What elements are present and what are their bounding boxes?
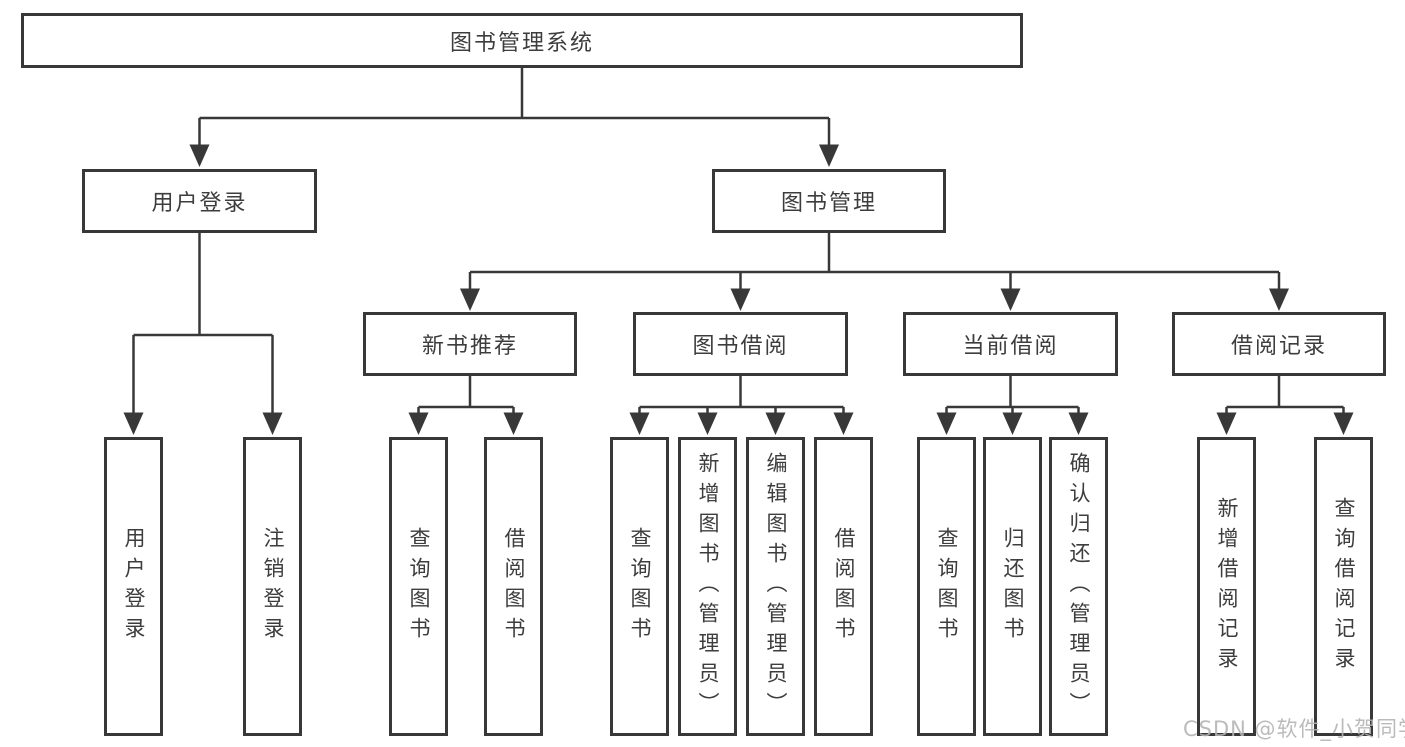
leaf-label: 注销登录 <box>261 526 285 647</box>
node-current-borrowing: 当前借阅 <box>903 312 1118 376</box>
leaf-label: 确认归还（管理员） <box>1067 451 1091 722</box>
node-user-login-label: 用户登录 <box>151 191 248 216</box>
leaf-label: 查询图书 <box>628 526 652 647</box>
node-leaf-query-borrow-record: 查询借阅记录 <box>1314 437 1373 736</box>
node-leaf-confirm-return-admin: 确认归还（管理员） <box>1049 437 1108 736</box>
node-leaf-edit-book-admin: 编辑图书（管理员） <box>746 437 805 736</box>
leaf-label: 查询图书 <box>407 526 431 647</box>
node-leaf-borrow-books-borrowing: 借阅图书 <box>814 437 873 736</box>
node-leaf-user-login: 用户登录 <box>104 437 163 736</box>
leaf-label: 用户登录 <box>122 526 146 647</box>
leaf-label: 编辑图书（管理员） <box>764 451 788 722</box>
leaf-label: 归还图书 <box>1001 526 1025 647</box>
node-library-system: 图书管理系统 <box>21 13 1023 68</box>
node-new-book-recommend-label: 新书推荐 <box>421 334 518 359</box>
leaf-label: 借阅图书 <box>832 526 856 647</box>
node-leaf-add-borrow-record: 新增借阅记录 <box>1197 437 1256 736</box>
node-borrowing-records-label: 借阅记录 <box>1230 334 1327 359</box>
leaf-label: 查询图书 <box>935 526 959 647</box>
node-leaf-query-books-recommend: 查询图书 <box>389 437 448 736</box>
node-leaf-return-books: 归还图书 <box>983 437 1042 736</box>
leaf-label: 借阅图书 <box>502 526 526 647</box>
node-leaf-query-books-borrowing: 查询图书 <box>610 437 669 736</box>
node-current-borrowing-label: 当前借阅 <box>962 334 1059 359</box>
csdn-watermark: CSDN @软件_小贺同学 <box>1183 717 1405 741</box>
node-library-system-label: 图书管理系统 <box>449 30 594 56</box>
node-new-book-recommend: 新书推荐 <box>363 312 577 376</box>
leaf-label: 新增借阅记录 <box>1215 496 1239 677</box>
node-leaf-query-books-current: 查询图书 <box>917 437 976 736</box>
leaf-label: 新增图书（管理员） <box>696 451 720 722</box>
node-borrowing-records: 借阅记录 <box>1172 312 1386 376</box>
leaf-label: 查询借阅记录 <box>1332 496 1356 677</box>
node-leaf-borrow-books-recommend: 借阅图书 <box>484 437 543 736</box>
node-book-management-label: 图书管理 <box>780 191 877 216</box>
node-book-borrowing-label: 图书借阅 <box>692 334 789 359</box>
node-book-borrowing: 图书借阅 <box>633 312 848 376</box>
node-leaf-logout: 注销登录 <box>243 437 302 736</box>
node-book-management: 图书管理 <box>712 169 946 233</box>
node-leaf-add-book-admin: 新增图书（管理员） <box>678 437 737 736</box>
node-user-login: 用户登录 <box>82 169 317 233</box>
